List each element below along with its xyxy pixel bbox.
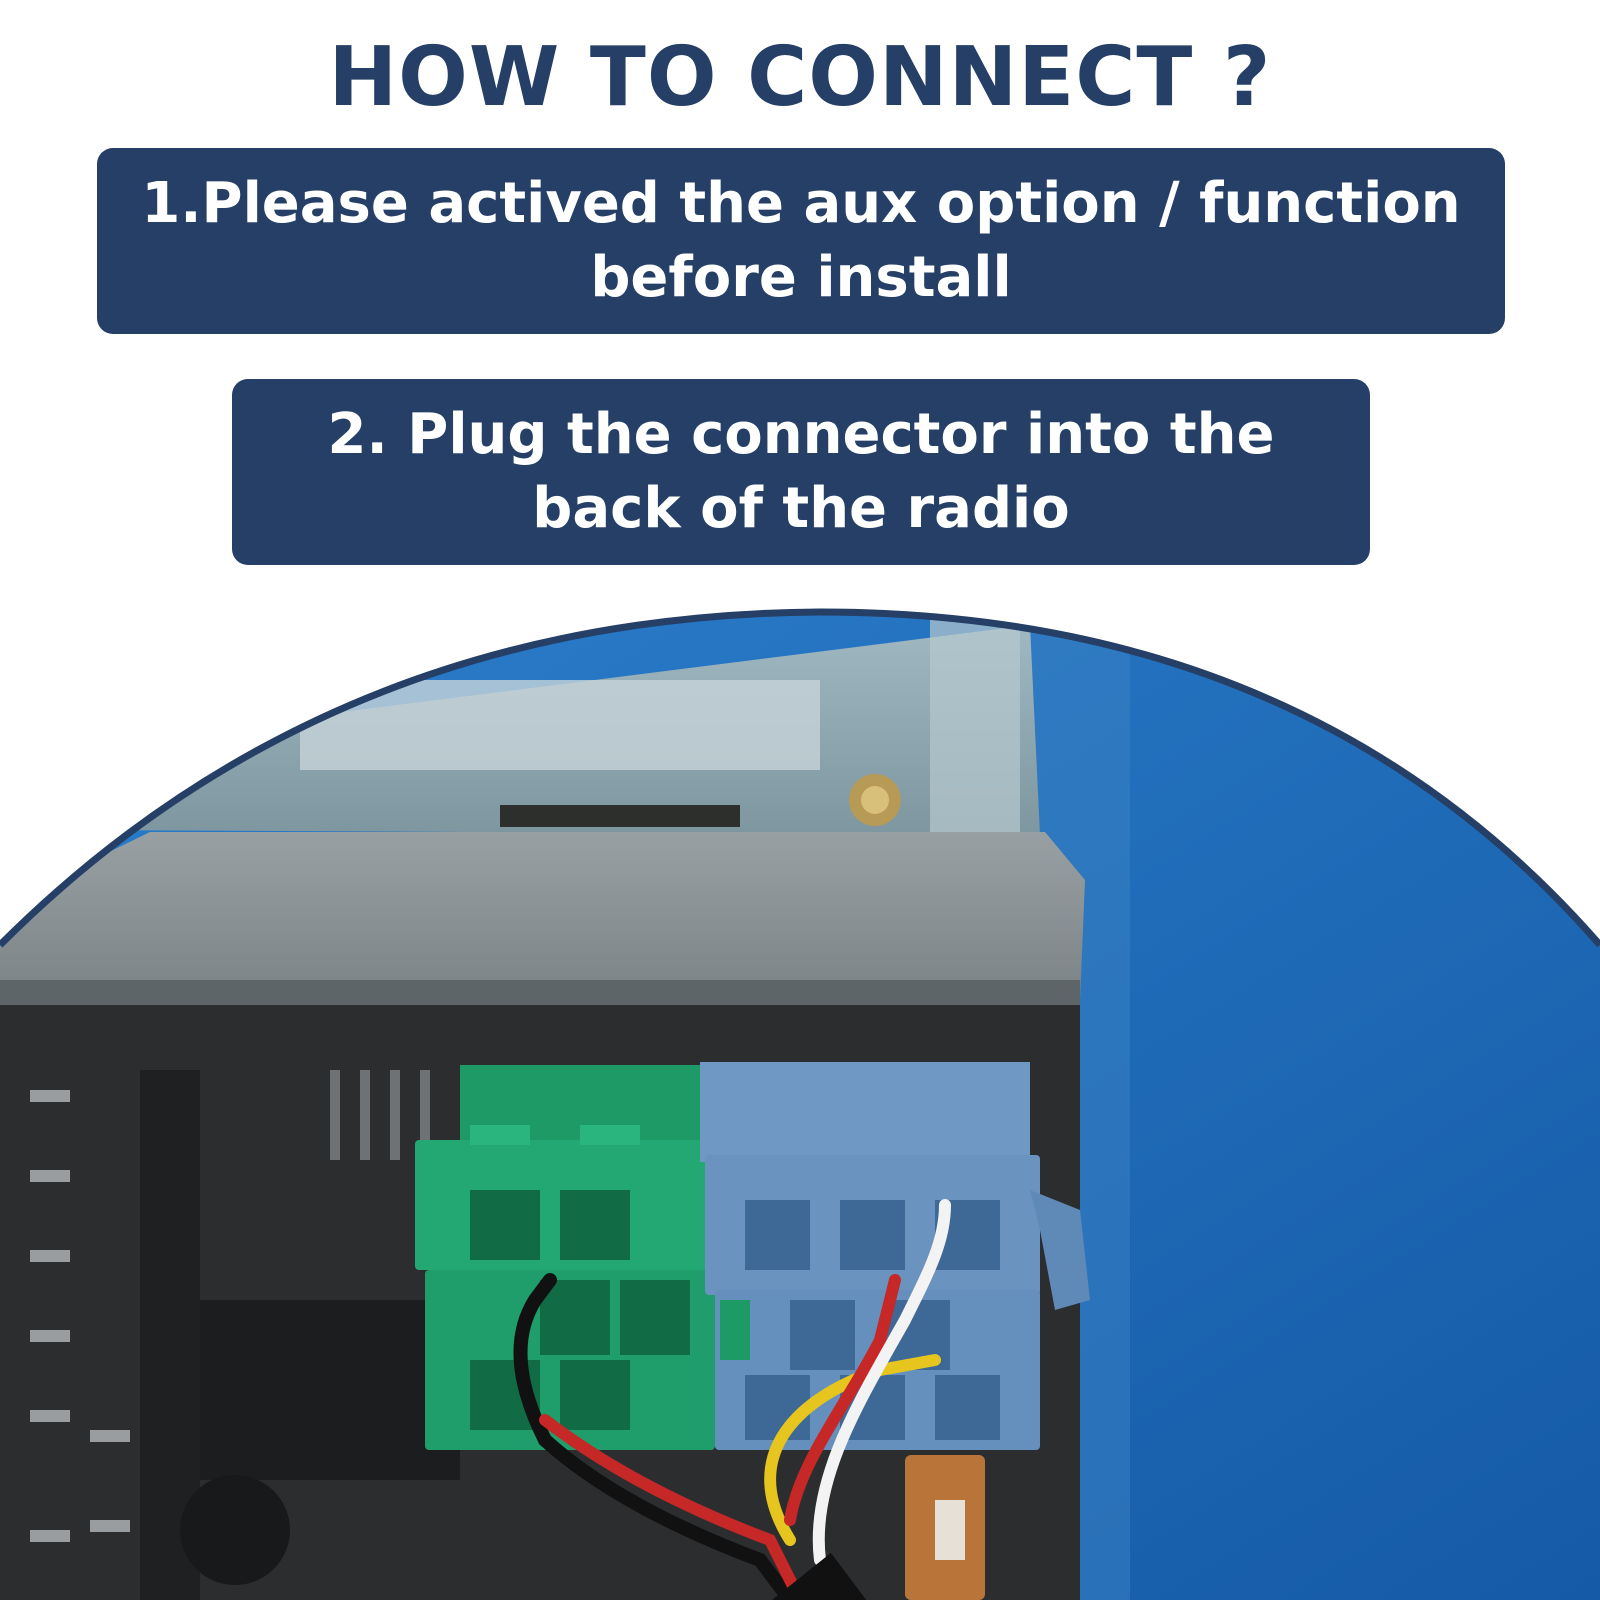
step-2-line-1: 2. Plug the connector into the — [327, 402, 1275, 467]
step-2-box: 2. Plug the connector into the back of t… — [232, 379, 1370, 565]
step-2-line-2: back of the radio — [532, 476, 1070, 541]
step-1-line-2: before install — [590, 245, 1012, 310]
step-1-line-1: 1.Please actived the aux option / functi… — [141, 171, 1461, 236]
page-title: HOW TO CONNECT ? — [328, 30, 1272, 125]
step-1-box: 1.Please actived the aux option / functi… — [97, 148, 1505, 334]
